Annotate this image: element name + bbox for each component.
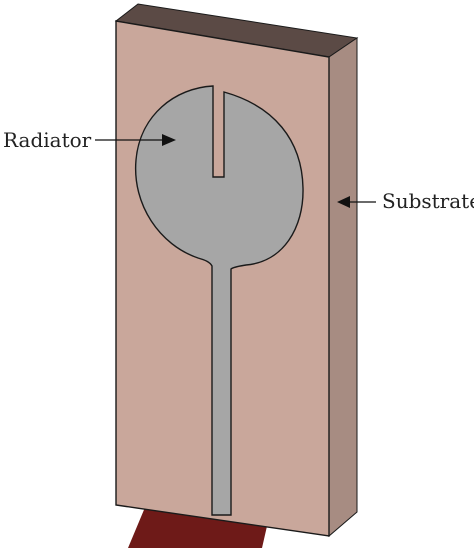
radiator-patch — [134, 85, 304, 516]
substrate-label: Substrate — [382, 189, 474, 213]
substrate-arrow-head — [337, 196, 350, 208]
radiator-label: Radiator — [3, 128, 92, 152]
radiator-arrow-head — [162, 134, 176, 146]
substrate-side-face — [328, 37, 358, 538]
